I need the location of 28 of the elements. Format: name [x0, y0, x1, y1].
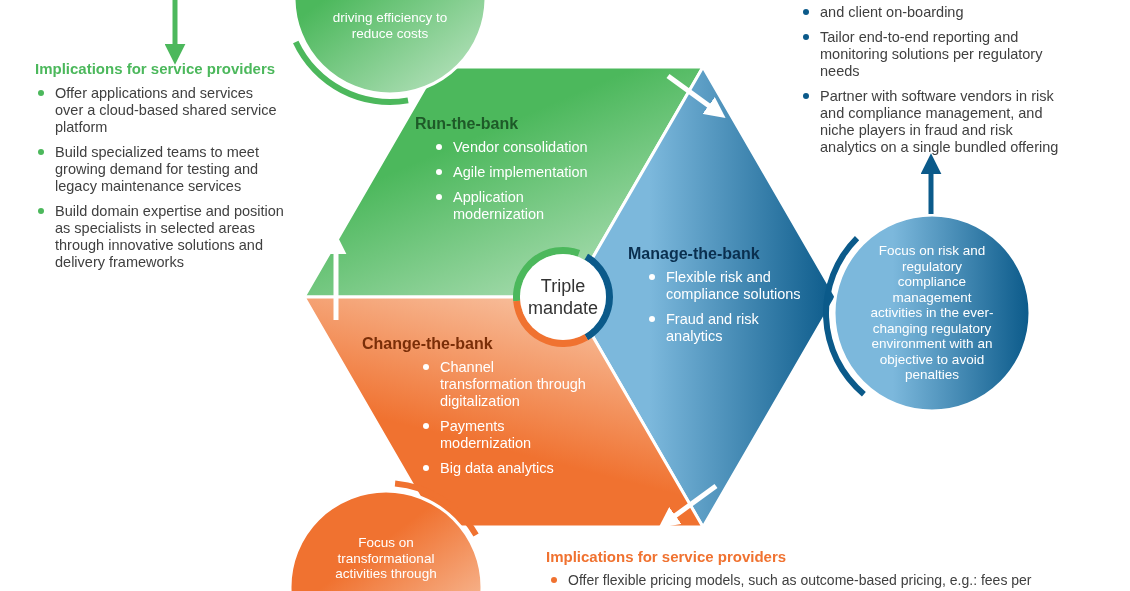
section-heading: Change-the-bank [362, 335, 494, 353]
bullet-item: Tailor end-to-end reporting and monitoring solutions per regulatory needs [800, 29, 1062, 80]
bullet-item: Flexible risk and compliance solutions [646, 269, 808, 303]
bullet-item: and client on-boarding [800, 4, 1062, 21]
arrow [666, 73, 726, 118]
bullet-item: Fraud and risk analytics [646, 311, 808, 345]
bullet-item: Build domain expertise and position as specialists in selected areas through innovative solutions and delivery frameworks [35, 203, 285, 271]
section-heading: Run-the-bank [415, 115, 520, 133]
circle-text: driving efficiency to reduce costs [331, 10, 449, 41]
bullet-item: Offer applications and services over a cloud-based shared service platform [35, 85, 285, 136]
arrow [164, 0, 186, 65]
bullet-item: Vendor consolidation [433, 139, 605, 156]
section-heading: Implications for service providers [546, 548, 787, 565]
bullet-item: Offer flexible pricing models, such as outcome-based pricing, e.g.: fees per [548, 572, 1032, 589]
bullet-item: Big data analytics [420, 460, 587, 477]
bullet-item: Partner with software vendors in risk and compliance management, and niche players in fraud and risk analytics on a single bundled offering [800, 88, 1062, 156]
bullet-item: Build specialized teams to meet growing demand for testing and legacy maintenance services [35, 144, 285, 195]
circle-text: Focus on transformational activities through [334, 535, 438, 582]
bullet-item: Application modernization [433, 189, 605, 223]
arrow [920, 153, 942, 214]
section-heading: Manage-the-bank [628, 245, 761, 263]
arrow [658, 483, 718, 528]
center-label: Triple mandate [526, 275, 600, 319]
section-heading: Implications for service providers [35, 60, 277, 77]
bullet-item: Agile implementation [433, 164, 605, 181]
bullet-item: Channel transformation through digitalization [420, 359, 587, 410]
bullet-item: Payments modernization [420, 418, 587, 452]
circle-text: Focus on risk and regulatory compliance management activities in the ever-changing regulatory environment with an objective to avoid penalties [869, 243, 995, 383]
